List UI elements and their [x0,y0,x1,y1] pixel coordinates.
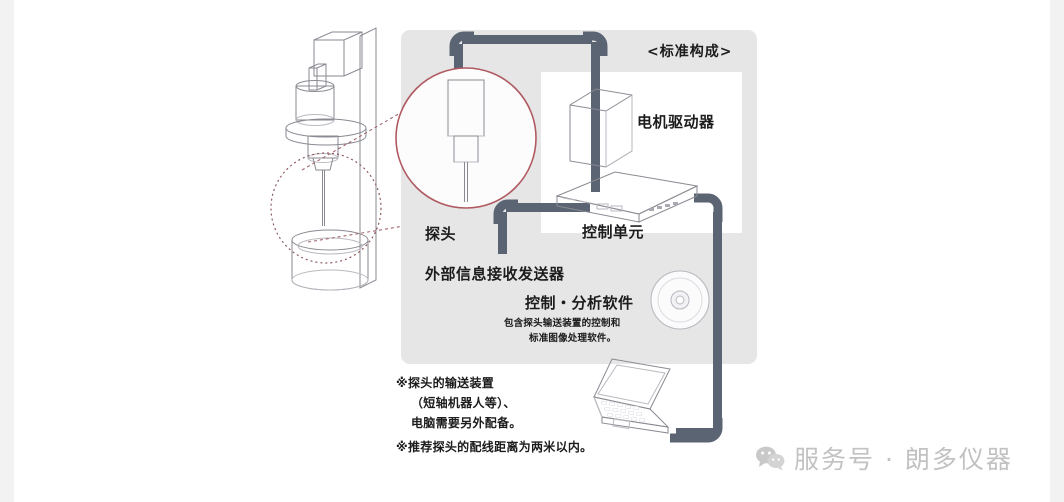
page-right-rail [1050,0,1064,502]
wechat-icon [756,446,785,470]
cable-corner-lowerleft [493,199,518,224]
laptop-illustration [593,358,671,434]
label-software-sub-line1: 包含探头输送装置的控制和 [504,318,621,329]
panel-title: <标准构成> [647,44,733,60]
cable-corner-topright [583,31,608,56]
label-motor-driver: 电机驱动器 [637,113,715,131]
note-line-3: 电脑需要另外配备。 [411,416,522,430]
label-transceiver: 外部信息接收发送器 [425,265,565,283]
probe-magnifier-callout [395,67,537,209]
label-probe: 探头 [425,225,457,243]
cable-transceiver-horizontal [506,203,590,212]
watermark-text: 服务号 · 朗多仪器 [794,445,1013,474]
cable-probe-to-driver-vertical-left [454,44,463,82]
cable-corner-right-bottom [670,418,723,443]
note-line-1: ※探头的输送装置 [396,376,495,390]
page-left-rail [0,0,14,502]
label-control-unit: 控制单元 [582,223,645,241]
note-line-4: ※推荐探头的配线距离为两米以内。 [396,440,593,454]
cable-corner-topleft [449,31,474,56]
callout-leader-lines [301,97,429,243]
cable-controlunit-right-vertical [713,212,722,428]
label-software: 控制・分析软件 [525,294,634,312]
cable-driver-vertical [591,42,600,192]
probe-apparatus-illustration [270,27,382,291]
software-cd-illustration [650,270,710,330]
label-software-sub-line2: 标准图像处理软件。 [529,333,617,344]
cable-probe-to-driver-horizontal [462,35,592,44]
wechat-watermark: 服务号 · 朗多仪器 [755,440,1013,476]
cable-laptop-horizontal [676,428,718,437]
note-line-2: （短轴机器人等）、 [411,396,516,410]
cable-transceiver-vertical [498,212,507,254]
control-unit-illustration [555,171,699,223]
motor-driver-illustration [569,88,633,168]
cable-corner-right-top [694,193,723,222]
